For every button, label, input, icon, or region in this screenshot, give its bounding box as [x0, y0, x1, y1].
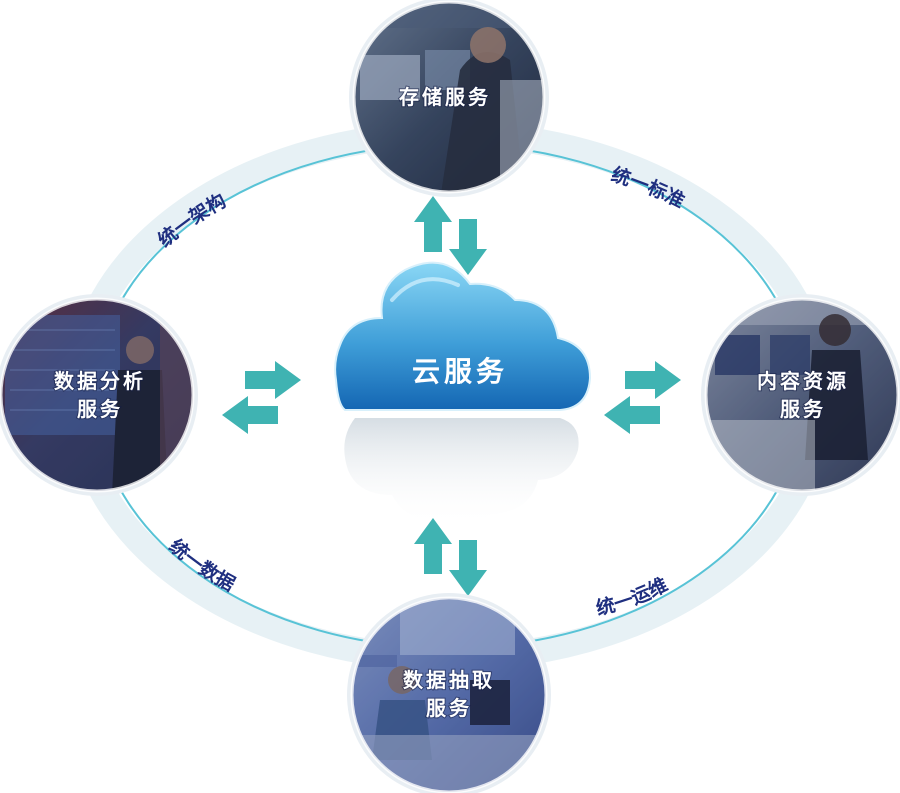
arrow-down-icon [449, 540, 487, 596]
node-data-analysis-service [0, 294, 198, 496]
node-storage-service [349, 0, 549, 197]
node-label-data-extraction-line2: 服务 [426, 696, 472, 720]
node-label-data-analysis-line1: 数据分析 [54, 369, 146, 393]
arrows-bottom [414, 518, 487, 596]
arrow-right-icon [625, 361, 681, 399]
arrow-down-icon [449, 219, 487, 275]
arrow-up-icon [414, 196, 452, 252]
node-label-storage: 存储服务 [399, 85, 491, 109]
cloud-label: 云服务 [412, 355, 508, 388]
node-content-resource-service [701, 294, 900, 496]
cloud-icon [334, 261, 592, 411]
node-data-extraction-service [347, 593, 551, 793]
node-label-content-resource-line2: 服务 [780, 397, 826, 421]
node-label-data-analysis-line2: 服务 [77, 397, 123, 421]
arrow-up-icon [414, 518, 452, 574]
arrow-left-icon [604, 396, 660, 434]
arrow-left-icon [222, 396, 278, 434]
arrows-left [222, 361, 301, 434]
node-label-content-resource-line1: 内容资源 [757, 369, 849, 393]
node-label-data-extraction-line1: 数据抽取 [403, 668, 495, 692]
arrows-right [604, 361, 681, 434]
arrow-right-icon [245, 361, 301, 399]
cloud-reflection [344, 418, 579, 527]
